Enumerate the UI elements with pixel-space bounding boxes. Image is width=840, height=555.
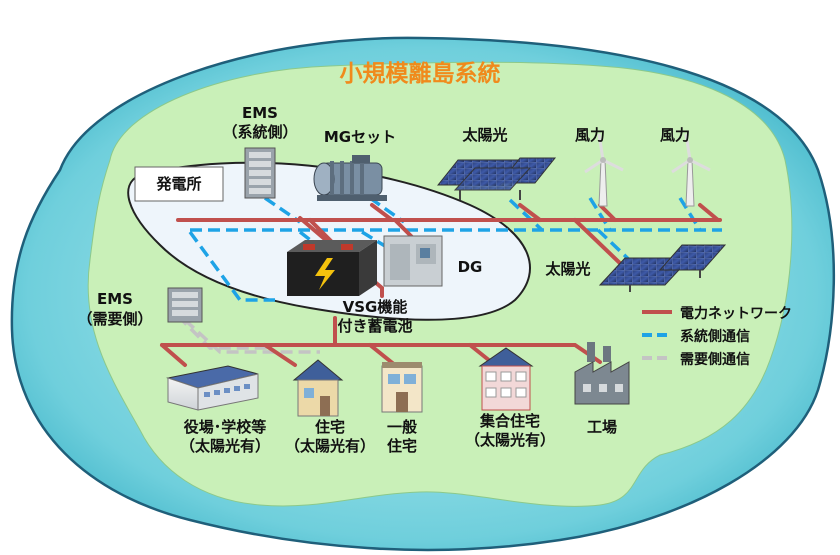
- office-label-2: （太陽光有）: [179, 437, 270, 455]
- wind-1-label: 風力: [574, 126, 605, 144]
- legend-demand-comm-label: 需要側通信: [680, 352, 750, 368]
- wind-2-label: 風力: [659, 126, 690, 144]
- apartment-solar-icon: [478, 347, 534, 411]
- ems-demand-sub-label: （需要側）: [77, 310, 153, 328]
- office-building-icon: [166, 365, 259, 411]
- dg-label: DG: [457, 258, 483, 276]
- factory-icon: [574, 342, 630, 405]
- legend-power-label: 電力ネットワーク: [680, 306, 792, 322]
- factory-label: 工場: [586, 418, 617, 436]
- ems-demand-icon: [167, 287, 203, 323]
- legend: [642, 310, 672, 360]
- ems-system-label: EMS: [242, 104, 278, 122]
- diesel-generator-icon: [383, 235, 443, 287]
- office-label-1: 役場･学校等: [183, 418, 267, 436]
- battery-icon: [287, 240, 377, 296]
- general-house-label-1: 一般: [386, 418, 417, 436]
- wind-turbine-2-icon: [671, 133, 711, 207]
- house-solar-icon: [292, 359, 344, 417]
- legend-system-comm-label: 系統側通信: [680, 329, 750, 345]
- ems-demand-label: EMS: [97, 290, 133, 308]
- mg-set-icon: [313, 155, 387, 201]
- apartment-label-1: 集合住宅: [479, 412, 540, 430]
- vsg-label-2: 付き蓄電池: [337, 317, 413, 335]
- vsg-label-1: VSG機能: [342, 298, 408, 316]
- wind-turbine-1-icon: [584, 133, 624, 207]
- house-label-2: （太陽光有）: [284, 437, 375, 455]
- general-house-icon: [381, 362, 423, 413]
- diagram-title: 小規模離島系統: [339, 61, 501, 87]
- general-house-label-2: 住宅: [386, 437, 417, 455]
- solar-panels-right-icon: [598, 244, 727, 292]
- power-station-label: 発電所: [156, 175, 202, 193]
- solar-right-label: 太陽光: [545, 260, 591, 278]
- ems-system-sub-label: （系統側）: [222, 123, 298, 141]
- solar-top-label: 太陽光: [462, 126, 508, 144]
- power-station-label-box: [134, 166, 224, 202]
- system-comm-lines: [188, 196, 722, 302]
- house-label-1: 住宅: [314, 418, 345, 436]
- apartment-label-2: （太陽光有）: [464, 431, 555, 449]
- demand-comm-lines: [176, 314, 320, 354]
- ems-system-icon: [244, 147, 276, 199]
- mg-set-label: MGセット: [323, 128, 397, 146]
- solar-panels-top-icon: [436, 157, 557, 200]
